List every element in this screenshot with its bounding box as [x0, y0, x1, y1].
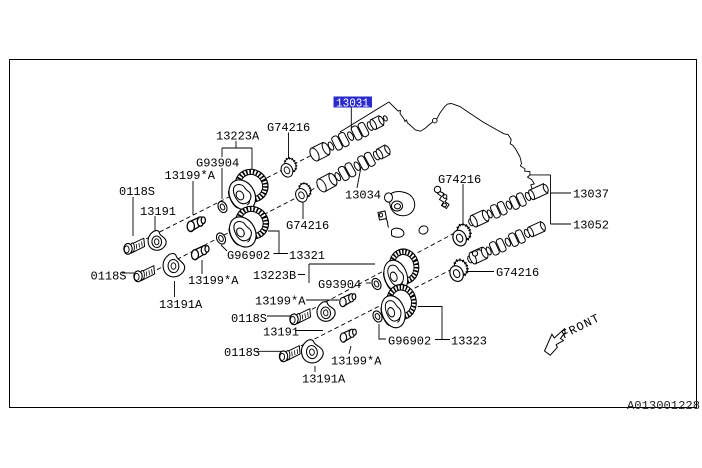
- svg-text:G96902: G96902: [227, 249, 270, 263]
- svg-text:13034: 13034: [345, 189, 381, 203]
- svg-text:13323: 13323: [451, 335, 487, 349]
- svg-text:13199*A: 13199*A: [165, 169, 216, 183]
- svg-text:FRONT: FRONT: [559, 311, 602, 342]
- svg-text:13223A: 13223A: [216, 130, 260, 144]
- svg-text:13031: 13031: [336, 97, 369, 111]
- svg-text:G74216: G74216: [286, 219, 329, 233]
- svg-text:G74216: G74216: [496, 266, 539, 280]
- svg-text:G96902: G96902: [388, 335, 431, 349]
- svg-text:0118S: 0118S: [224, 346, 260, 360]
- svg-text:13199*A: 13199*A: [331, 355, 382, 369]
- svg-text:0118S: 0118S: [119, 185, 155, 199]
- svg-text:13321: 13321: [289, 249, 325, 263]
- svg-text:13191A: 13191A: [159, 298, 203, 312]
- svg-text:G74216: G74216: [438, 173, 481, 187]
- svg-text:13037: 13037: [573, 188, 609, 202]
- svg-text:13199*A: 13199*A: [188, 274, 239, 288]
- svg-text:13052: 13052: [573, 219, 609, 233]
- svg-text:13191: 13191: [140, 205, 176, 219]
- svg-text:13223B: 13223B: [253, 269, 296, 283]
- svg-text:0118S: 0118S: [231, 312, 267, 326]
- svg-text:A013001228: A013001228: [627, 399, 700, 413]
- svg-text:G93904: G93904: [318, 278, 361, 292]
- svg-text:13191: 13191: [263, 326, 299, 340]
- svg-text:G93904: G93904: [196, 157, 239, 171]
- svg-text:13199*A: 13199*A: [255, 295, 306, 309]
- svg-text:0118S: 0118S: [91, 270, 127, 284]
- svg-text:G74216: G74216: [267, 121, 310, 135]
- svg-text:13191A: 13191A: [302, 373, 346, 387]
